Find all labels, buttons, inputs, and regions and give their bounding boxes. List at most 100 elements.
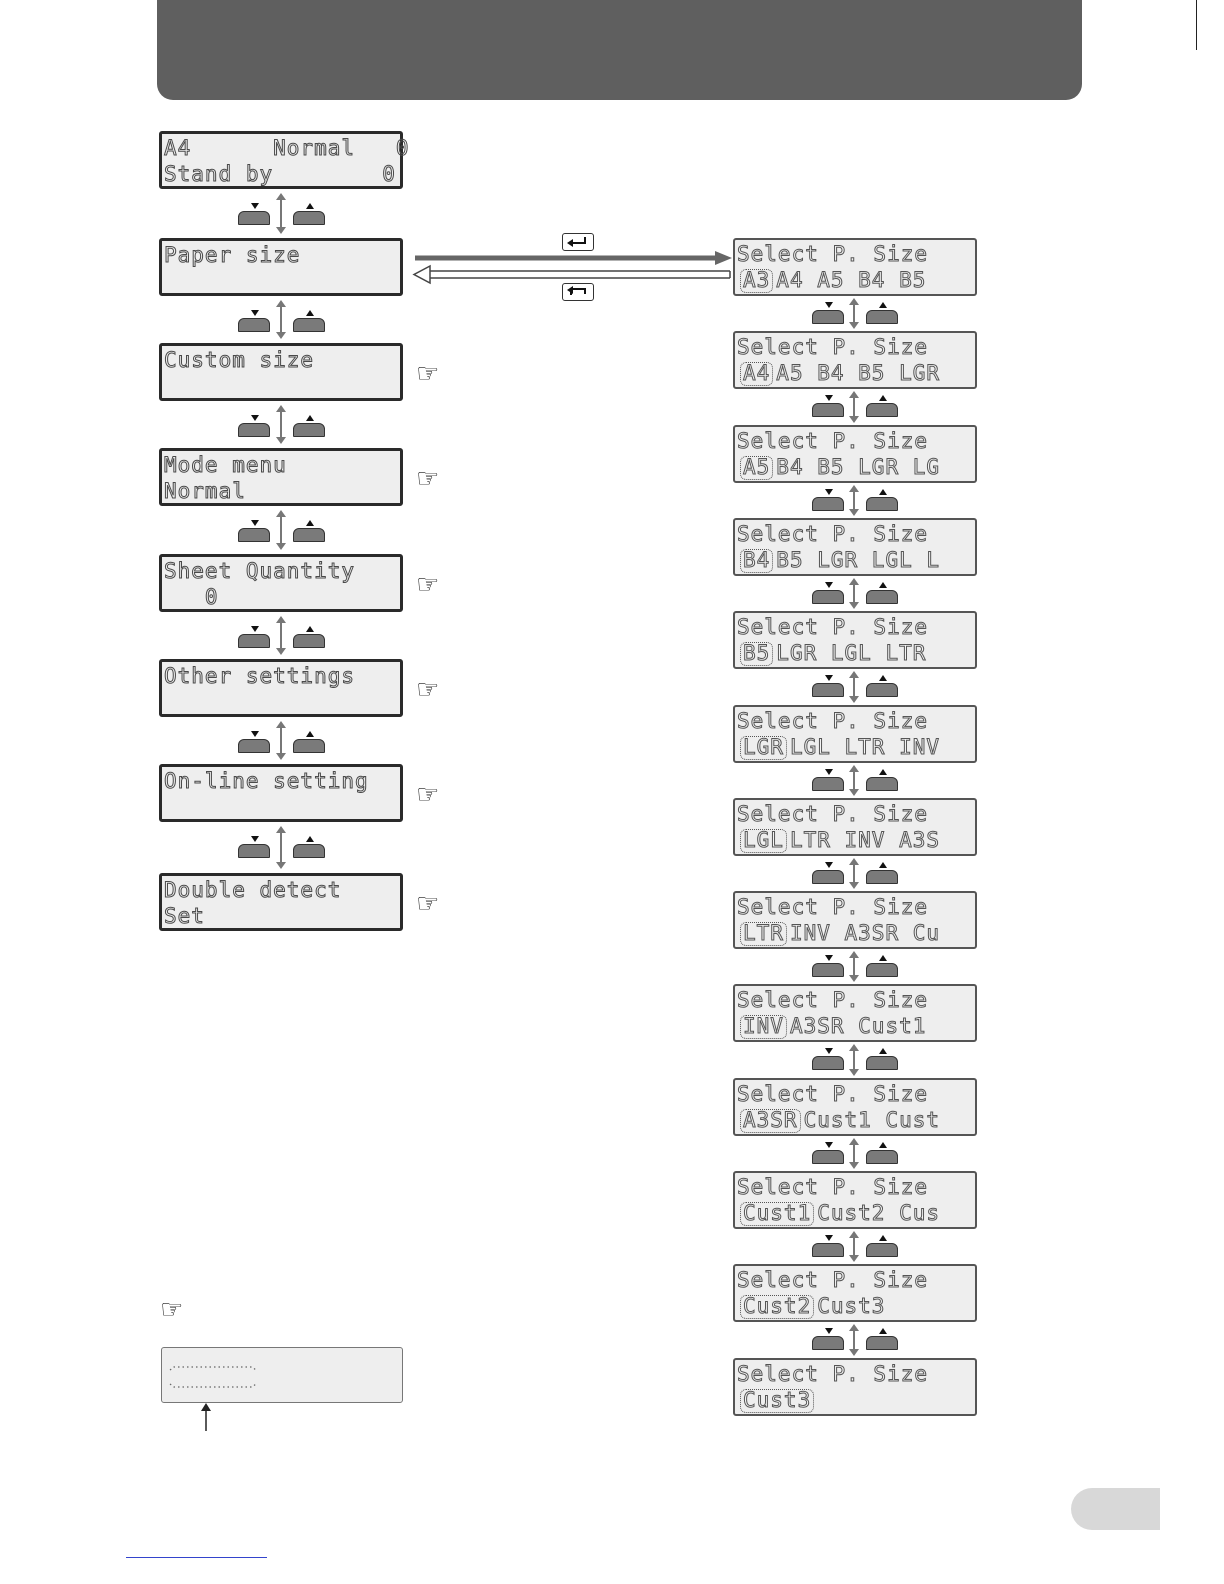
- lcd-title: Select P. Size: [736, 895, 929, 920]
- lcd-line-1: Double detect: [163, 878, 342, 903]
- enter-key-icon: [562, 233, 594, 251]
- lcd-title: Select P. Size: [736, 242, 929, 267]
- up-key-icon[interactable]: [293, 520, 325, 542]
- other-sizes: LTR INV A3S: [789, 828, 941, 853]
- other-sizes: A3SR Cust1: [789, 1014, 927, 1039]
- up-key-icon[interactable]: [866, 955, 898, 977]
- down-key-icon[interactable]: [812, 582, 844, 604]
- lcd-line-2: Stand by 0: [164, 162, 396, 187]
- lcd-title: Select P. Size: [736, 615, 929, 640]
- down-key-icon[interactable]: [812, 302, 844, 324]
- selected-size[interactable]: Cust1: [737, 1201, 817, 1226]
- up-key-icon[interactable]: [866, 1142, 898, 1164]
- other-sizes: B5 LGR LGL L: [776, 548, 941, 573]
- selected-size[interactable]: A3: [737, 268, 776, 293]
- down-key-icon[interactable]: [238, 310, 270, 332]
- up-key-icon[interactable]: [293, 310, 325, 332]
- down-key-icon[interactable]: [812, 675, 844, 697]
- up-down-connector: [849, 858, 859, 889]
- up-down-connector: [276, 405, 286, 444]
- lcd-menu-screen: Custom size: [159, 343, 403, 401]
- other-sizes: A4 A5 B4 B5: [776, 268, 927, 293]
- down-key-icon[interactable]: [812, 1328, 844, 1350]
- up-down-connector: [276, 826, 286, 869]
- lcd-title: Select P. Size: [736, 522, 929, 547]
- up-key-icon[interactable]: [293, 731, 325, 753]
- pointing-hand-icon: ☞: [160, 1295, 184, 1325]
- selected-size[interactable]: B4: [737, 548, 776, 573]
- up-key-icon[interactable]: [293, 203, 325, 225]
- selected-size[interactable]: A4: [737, 361, 776, 386]
- selected-size[interactable]: LGL: [737, 828, 790, 853]
- down-key-icon[interactable]: [812, 1142, 844, 1164]
- up-key-icon[interactable]: [866, 1235, 898, 1257]
- down-key-icon[interactable]: [812, 1048, 844, 1070]
- footer-link-underline[interactable]: [126, 1557, 267, 1558]
- up-key-icon[interactable]: [866, 1048, 898, 1070]
- other-sizes: A5 B4 B5 LGR: [776, 361, 941, 386]
- up-key-icon[interactable]: [293, 836, 325, 858]
- lcd-title: Select P. Size: [736, 1362, 929, 1387]
- pointing-hand-icon: ☞: [416, 675, 440, 705]
- lcd-title: Select P. Size: [736, 1175, 929, 1200]
- down-key-icon[interactable]: [238, 203, 270, 225]
- down-key-icon[interactable]: [238, 626, 270, 648]
- up-key-icon[interactable]: [866, 489, 898, 511]
- lcd-line-1: Mode menu: [164, 453, 287, 478]
- up-key-icon[interactable]: [866, 395, 898, 417]
- lcd-line-1: Paper size: [163, 243, 301, 268]
- up-down-connector: [276, 721, 286, 760]
- selected-size[interactable]: A5: [737, 455, 776, 480]
- lcd-line-1: Other settings: [163, 664, 356, 689]
- up-key-icon[interactable]: [293, 626, 325, 648]
- selected-size[interactable]: Cust3: [737, 1388, 817, 1413]
- down-key-icon[interactable]: [812, 1235, 844, 1257]
- selected-size[interactable]: A3SR: [737, 1108, 804, 1133]
- up-key-icon[interactable]: [293, 415, 325, 437]
- up-key-icon[interactable]: [866, 675, 898, 697]
- selected-size[interactable]: LGR: [737, 735, 790, 760]
- up-down-connector: [276, 193, 286, 234]
- selected-size[interactable]: LTR: [737, 921, 790, 946]
- selected-size[interactable]: B5: [737, 641, 776, 666]
- other-sizes: Cust1 Cust: [803, 1108, 941, 1133]
- lcd-title: Select P. Size: [736, 1268, 929, 1293]
- up-down-connector: [849, 1231, 859, 1262]
- lcd-menu-screen: Other settings: [159, 659, 403, 717]
- down-key-icon[interactable]: [812, 955, 844, 977]
- down-key-icon[interactable]: [238, 520, 270, 542]
- down-key-icon[interactable]: [238, 415, 270, 437]
- up-key-icon[interactable]: [866, 302, 898, 324]
- crop-mark: [1196, 0, 1197, 50]
- up-key-icon[interactable]: [866, 582, 898, 604]
- lcd-line-2: 0: [164, 585, 219, 610]
- down-key-icon[interactable]: [812, 862, 844, 884]
- enter-back-arrows: [412, 251, 732, 285]
- down-key-icon[interactable]: [812, 395, 844, 417]
- lcd-title: Select P. Size: [736, 335, 929, 360]
- down-key-icon[interactable]: [812, 769, 844, 791]
- selected-size[interactable]: INV: [737, 1014, 790, 1039]
- selected-size[interactable]: Cust2: [737, 1294, 817, 1319]
- down-key-icon[interactable]: [238, 836, 270, 858]
- up-key-icon[interactable]: [866, 862, 898, 884]
- down-key-icon[interactable]: [238, 731, 270, 753]
- down-key-icon[interactable]: [812, 489, 844, 511]
- up-key-icon[interactable]: [866, 769, 898, 791]
- up-key-icon[interactable]: [866, 1328, 898, 1350]
